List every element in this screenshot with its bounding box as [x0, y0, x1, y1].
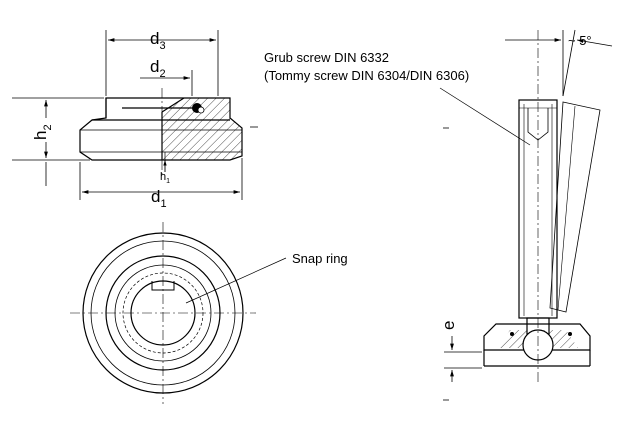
label-d1: d1 — [151, 187, 167, 210]
label-angle: ~ 5° — [568, 33, 592, 48]
dimension-h2 — [12, 97, 104, 186]
label-d3: d3 — [150, 29, 166, 52]
washer-section-view — [79, 88, 258, 178]
label-grub-screw-line2: (Tommy screw DIN 6304/DIN 6306) — [264, 68, 469, 83]
dimension-e — [444, 336, 482, 382]
angle-dimension — [505, 29, 613, 97]
dimension-d3 — [105, 30, 219, 96]
washer-section-hatch — [162, 98, 242, 160]
dimension-d2 — [140, 70, 193, 96]
grub-screw-assembly — [483, 30, 601, 382]
label-h2: h2 — [31, 124, 54, 140]
snap-ring-leader — [185, 257, 287, 304]
dimension-d1 — [79, 158, 243, 200]
washer-plan-view — [70, 222, 256, 404]
grub-screw-leader — [439, 87, 531, 146]
label-snap-ring: Snap ring — [292, 251, 348, 266]
tilted-screw-ghost — [549, 101, 601, 313]
label-h1: h1 — [160, 171, 170, 185]
label-grub-screw-line1: Grub screw DIN 6332 — [264, 50, 389, 65]
label-d2: d2 — [150, 57, 166, 80]
label-e: e — [439, 321, 458, 330]
